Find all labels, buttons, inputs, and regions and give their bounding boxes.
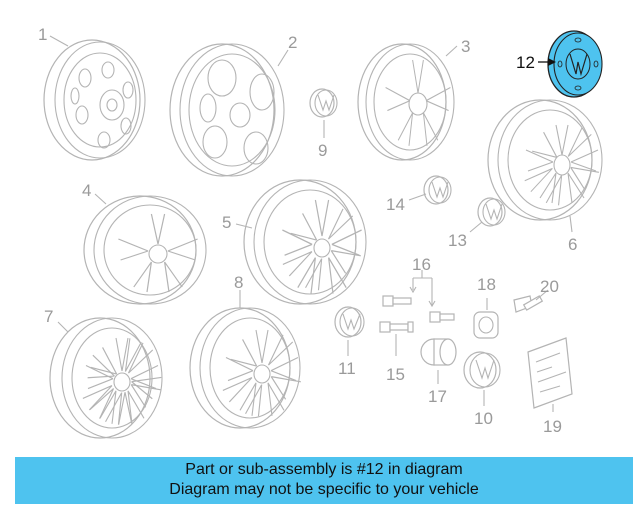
callout-12: 12 [516,53,535,72]
callout-19: 19 [543,417,562,436]
wheel-bolt-16b[interactable] [429,311,455,323]
callout-14: 14 [386,195,405,214]
highlighted-part-12-center-cap[interactable] [547,30,603,98]
callout-11: 11 [338,359,356,378]
callout-7: 7 [44,307,53,326]
callout-3: 3 [461,37,470,56]
wheel-1-steel[interactable] [43,39,146,161]
center-cap-14[interactable] [423,175,452,205]
wheel-3-alloy[interactable] [357,43,455,161]
center-cap-9[interactable] [309,88,338,118]
part-info-banner: Part or sub-assembly is #12 in diagram D… [15,457,633,504]
callout-5: 5 [222,213,231,232]
callout-20: 20 [540,277,559,296]
callout-1: 1 [38,25,47,44]
callout-8: 8 [234,273,243,292]
wheel-bolt-15[interactable] [379,321,414,333]
parts-diagram: 1 2 3 4 5 6 7 8 9 10 11 12 13 14 15 16 1… [38,25,615,439]
center-cap-11[interactable] [334,306,365,338]
wheel-bolt-16a[interactable] [382,295,412,307]
wheel-7-alloy[interactable] [49,317,178,439]
lock-nut-18[interactable] [473,311,499,339]
callout-4: 4 [82,181,91,200]
wheel-6-alloy[interactable] [487,99,615,221]
callout-9: 9 [318,141,327,160]
wheel-4-alloy[interactable] [83,195,207,305]
callout-16: 16 [412,255,431,274]
wheel-5-alloy[interactable] [243,179,378,305]
wheel-8-alloy[interactable] [189,307,318,430]
center-cap-10[interactable] [463,351,501,389]
callout-13: 13 [448,231,467,250]
tire-valve-sensor-20[interactable] [513,295,544,313]
callout-18: 18 [477,275,496,294]
callout-2: 2 [288,33,297,52]
banner-line-disclaimer: Diagram may not be specific to your vehi… [169,481,479,498]
part-12-arrow [538,58,556,66]
label-card-19[interactable] [527,337,573,409]
callout-6: 6 [568,235,577,254]
banner-line-part-number: Part or sub-assembly is #12 in diagram [185,461,463,478]
callout-10: 10 [474,409,493,428]
center-cap-13[interactable] [477,197,506,227]
lock-collar-17[interactable] [420,338,457,366]
wheel-2-alloy[interactable] [169,43,285,177]
callout-17: 17 [428,387,447,406]
callout-15: 15 [386,365,405,384]
